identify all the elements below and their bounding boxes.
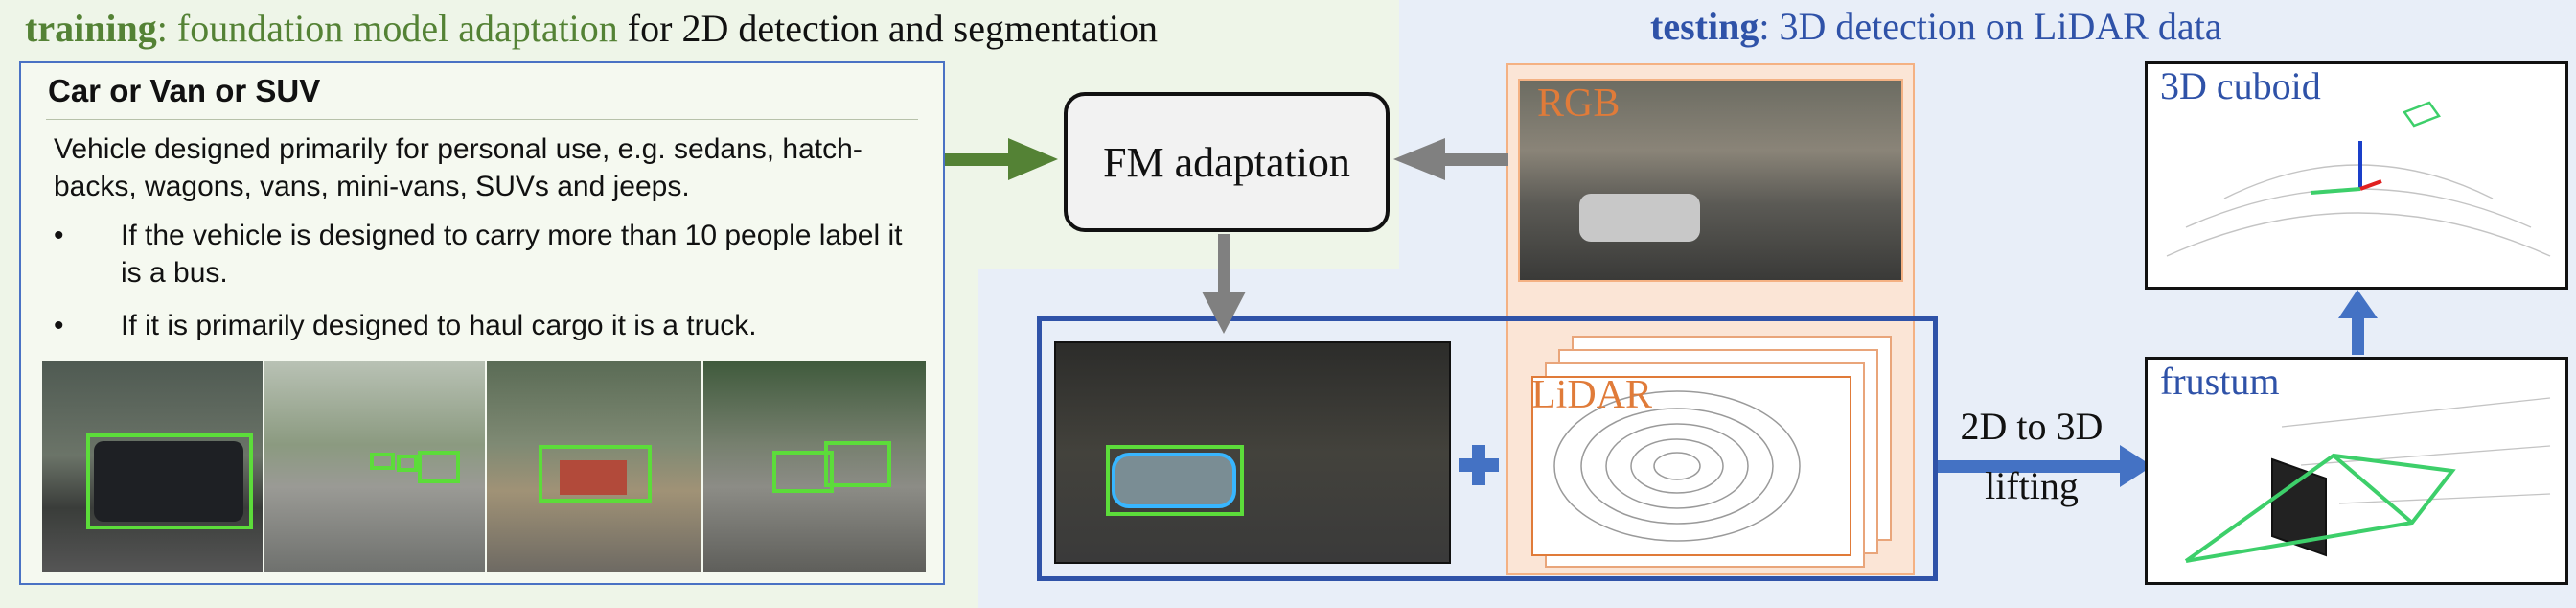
fm-adaptation-label: FM adaptation <box>1103 138 1350 186</box>
arrow-icon <box>1393 138 1508 180</box>
bullet-marker: • <box>54 310 64 341</box>
lifting-line-1: 2D to 3D <box>1960 405 2104 448</box>
example-image-parking <box>487 361 702 572</box>
rgb-image <box>1518 79 1903 282</box>
cuboid-pointcloud <box>2166 101 2551 257</box>
cuboid-label: 3D cuboid <box>2160 64 2321 107</box>
bbox <box>539 445 652 503</box>
testing-title: testing: 3D detection on LiDAR data <box>1650 4 2222 49</box>
definition-card: Car or Van or SUV Vehicle designed prima… <box>19 61 945 585</box>
plus-icon <box>1459 445 1499 485</box>
training-title: training: foundation model adaptation fo… <box>25 6 1158 51</box>
cuboid-view <box>2145 61 2568 290</box>
arrow-icon <box>2338 290 2378 355</box>
van-shape <box>94 441 243 522</box>
training-title-rest: for 2D detection and segmentation <box>617 7 1158 50</box>
lifting-line-2: lifting <box>1985 464 2079 507</box>
lidar-rings <box>1553 390 1801 542</box>
bbox <box>824 441 891 487</box>
frustum-pointcloud <box>2184 397 2551 563</box>
card-description: Vehicle designed primarily for personal … <box>54 133 862 202</box>
bbox <box>370 453 395 470</box>
training-title-colored: : foundation model adaptation <box>156 7 618 50</box>
rgb-car-shape <box>1579 194 1700 242</box>
card-heading: Car or Van or SUV <box>48 73 321 108</box>
testing-title-rest: : 3D detection on LiDAR data <box>1759 5 2222 48</box>
bbox <box>418 451 460 483</box>
bbox <box>397 455 418 472</box>
example-image-street <box>264 361 485 572</box>
card-divider <box>46 119 918 120</box>
testing-title-bold: testing <box>1650 5 1760 48</box>
segmented-car <box>1112 453 1236 508</box>
lidar-image <box>1531 376 1852 556</box>
bbox <box>772 451 834 493</box>
card-bullet-1: If the vehicle is designed to carry more… <box>121 220 903 289</box>
detection-frame <box>1037 316 1938 581</box>
card-bullet-2: If it is primarily designed to haul carg… <box>121 310 757 341</box>
arrow-icon <box>1202 234 1246 334</box>
lifting-label: 2D to 3D lifting <box>1938 397 2126 516</box>
example-image-van <box>42 361 263 572</box>
arrow-icon <box>1938 445 2152 487</box>
red-car-shape <box>560 460 627 495</box>
bullet-marker: • <box>54 220 64 251</box>
segmentation-image <box>1054 341 1451 564</box>
lidar-label: LiDAR <box>1531 373 1652 417</box>
example-image-road <box>703 361 926 572</box>
arrow-icon <box>945 138 1058 180</box>
training-title-bold: training <box>25 7 157 50</box>
fm-adaptation-box: FM adaptation <box>1064 92 1390 232</box>
bbox <box>86 433 253 529</box>
bbox <box>1106 445 1244 516</box>
rgb-label: RGB <box>1537 82 1621 126</box>
frustum-label: frustum <box>2160 360 2280 403</box>
frustum-view <box>2145 357 2568 585</box>
